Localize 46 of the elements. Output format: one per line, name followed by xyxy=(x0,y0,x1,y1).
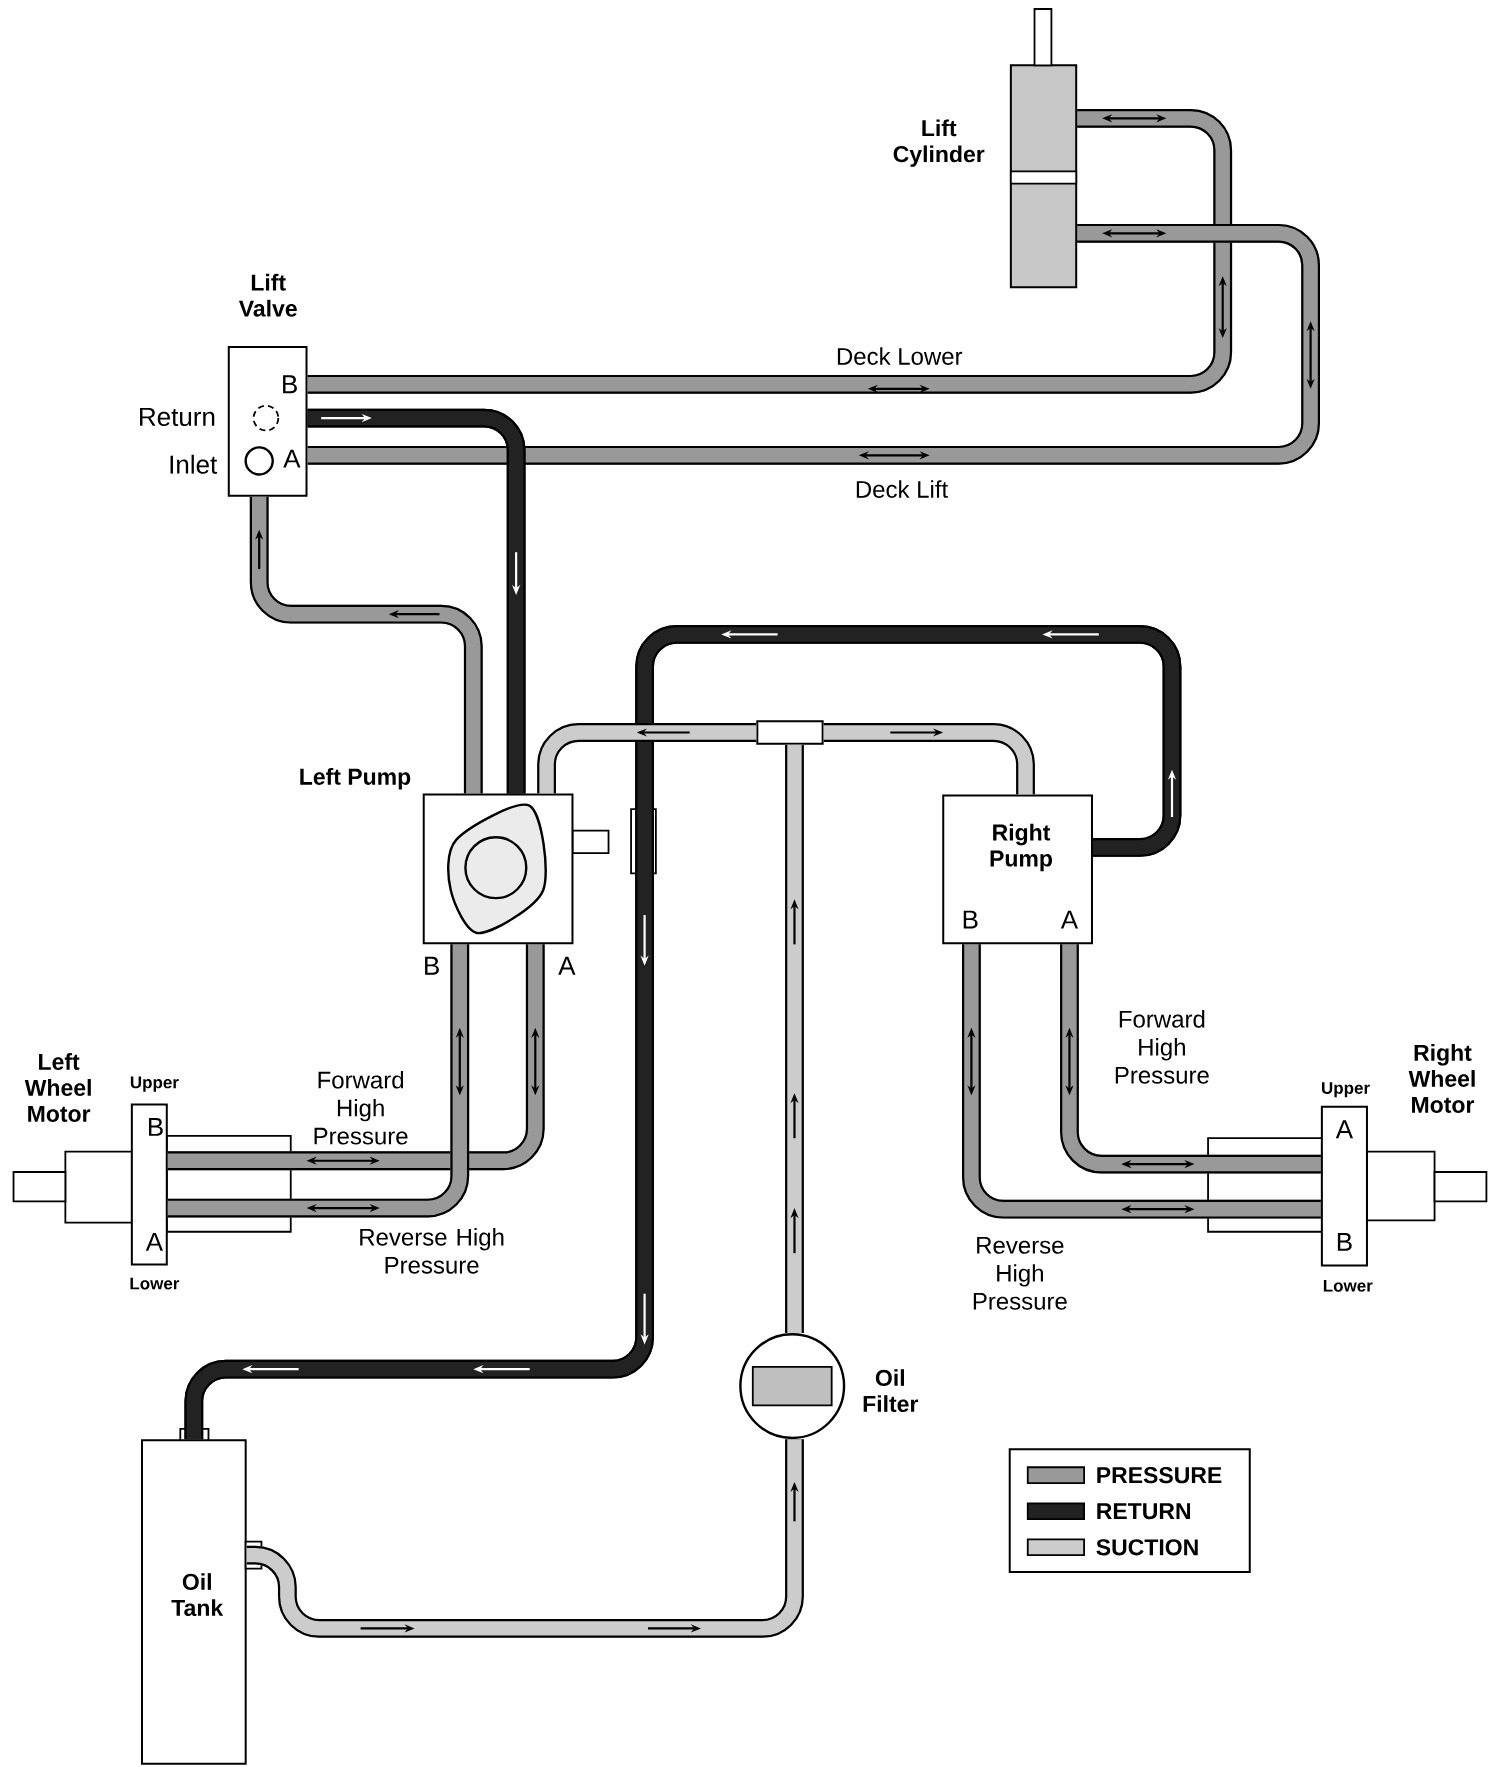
port-letter: A xyxy=(1060,910,1079,929)
pipe xyxy=(823,723,1035,795)
component-label: Lift Cylinder xyxy=(893,119,985,167)
pipe xyxy=(307,223,1321,465)
port-letter: B xyxy=(425,956,439,975)
edge-label: Reverse High Pressure xyxy=(961,1235,1078,1312)
port-letter: A xyxy=(145,1232,164,1251)
component-label: Oil Filter xyxy=(863,1369,919,1413)
port-letter: A xyxy=(558,956,576,975)
port-label: Return xyxy=(140,407,215,427)
port-letter: A xyxy=(283,449,301,468)
pipe xyxy=(307,108,1233,394)
port-letter: B xyxy=(149,1118,163,1136)
component-label: Left Pump xyxy=(300,768,411,790)
pipe xyxy=(537,723,757,794)
port-label: Inlet xyxy=(170,454,218,474)
pipe xyxy=(246,1439,804,1638)
edge-label: Deck Lift xyxy=(852,478,951,500)
legend-label: RETURN xyxy=(1097,1503,1191,1520)
component-label: Right Pump xyxy=(990,823,1053,872)
pipe xyxy=(167,944,470,1218)
pipe xyxy=(167,944,545,1171)
pipe xyxy=(249,496,483,794)
component-label: Left Wheel Motor xyxy=(24,1053,91,1122)
pipe xyxy=(962,944,1321,1219)
edge-label: Forward High Pressure xyxy=(1103,1008,1220,1086)
edge-label: Reverse High Pressure xyxy=(341,1226,522,1276)
port-letter: B xyxy=(1337,1232,1352,1251)
edge-label: Forward High Pressure xyxy=(302,1068,419,1147)
edge-label: Deck Lower xyxy=(833,345,965,367)
port-label: Upper xyxy=(1322,1082,1370,1098)
port-label: Lower xyxy=(1323,1279,1373,1292)
component-label: Lift Valve xyxy=(239,273,297,317)
legend-label: SUCTION xyxy=(1096,1539,1198,1556)
pipe xyxy=(307,408,526,794)
pipe xyxy=(785,744,804,1334)
legend-label: PRESSURE xyxy=(1097,1467,1222,1484)
port-letter: B xyxy=(963,910,978,929)
pipe xyxy=(184,625,1182,1440)
port-letter: A xyxy=(1335,1120,1354,1139)
pipe xyxy=(1060,944,1321,1174)
port-label: Lower xyxy=(130,1277,180,1290)
component-label: Right Wheel Motor xyxy=(1408,1044,1475,1113)
port-letter: B xyxy=(283,375,297,394)
port-label: Upper xyxy=(130,1076,179,1092)
tee-fitting xyxy=(756,720,824,745)
